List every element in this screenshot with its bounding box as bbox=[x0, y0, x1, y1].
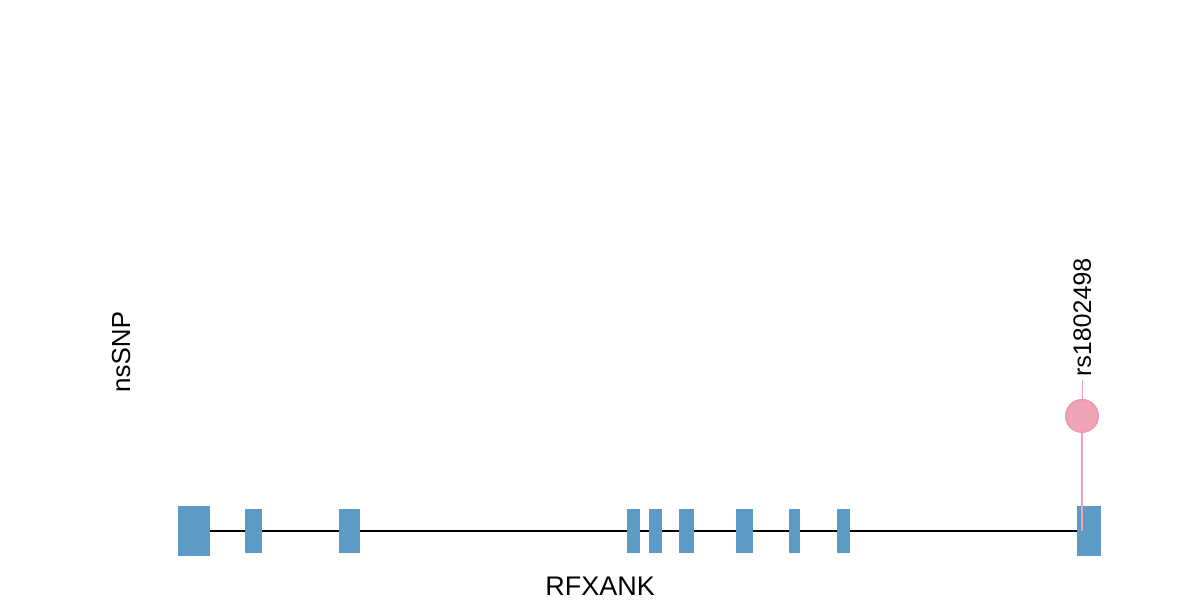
snp-label-connector bbox=[1081, 380, 1083, 399]
exon-box bbox=[789, 509, 800, 553]
snp-id-label: rs1802498 bbox=[1069, 257, 1097, 376]
exon-box bbox=[245, 509, 262, 553]
lollipop-head bbox=[1065, 399, 1099, 433]
gene-name-label: RFXANK bbox=[545, 571, 655, 600]
exon-box bbox=[627, 509, 640, 553]
exon-box bbox=[339, 509, 360, 553]
exon-box bbox=[649, 509, 662, 553]
gene-backbone-line bbox=[194, 530, 1090, 532]
exon-box bbox=[178, 506, 210, 556]
exon-box bbox=[837, 509, 850, 553]
exon-box bbox=[736, 509, 753, 553]
y-axis-label: nsSNP bbox=[106, 311, 136, 392]
exon-box bbox=[679, 509, 694, 553]
lollipop-stem bbox=[1081, 416, 1083, 531]
